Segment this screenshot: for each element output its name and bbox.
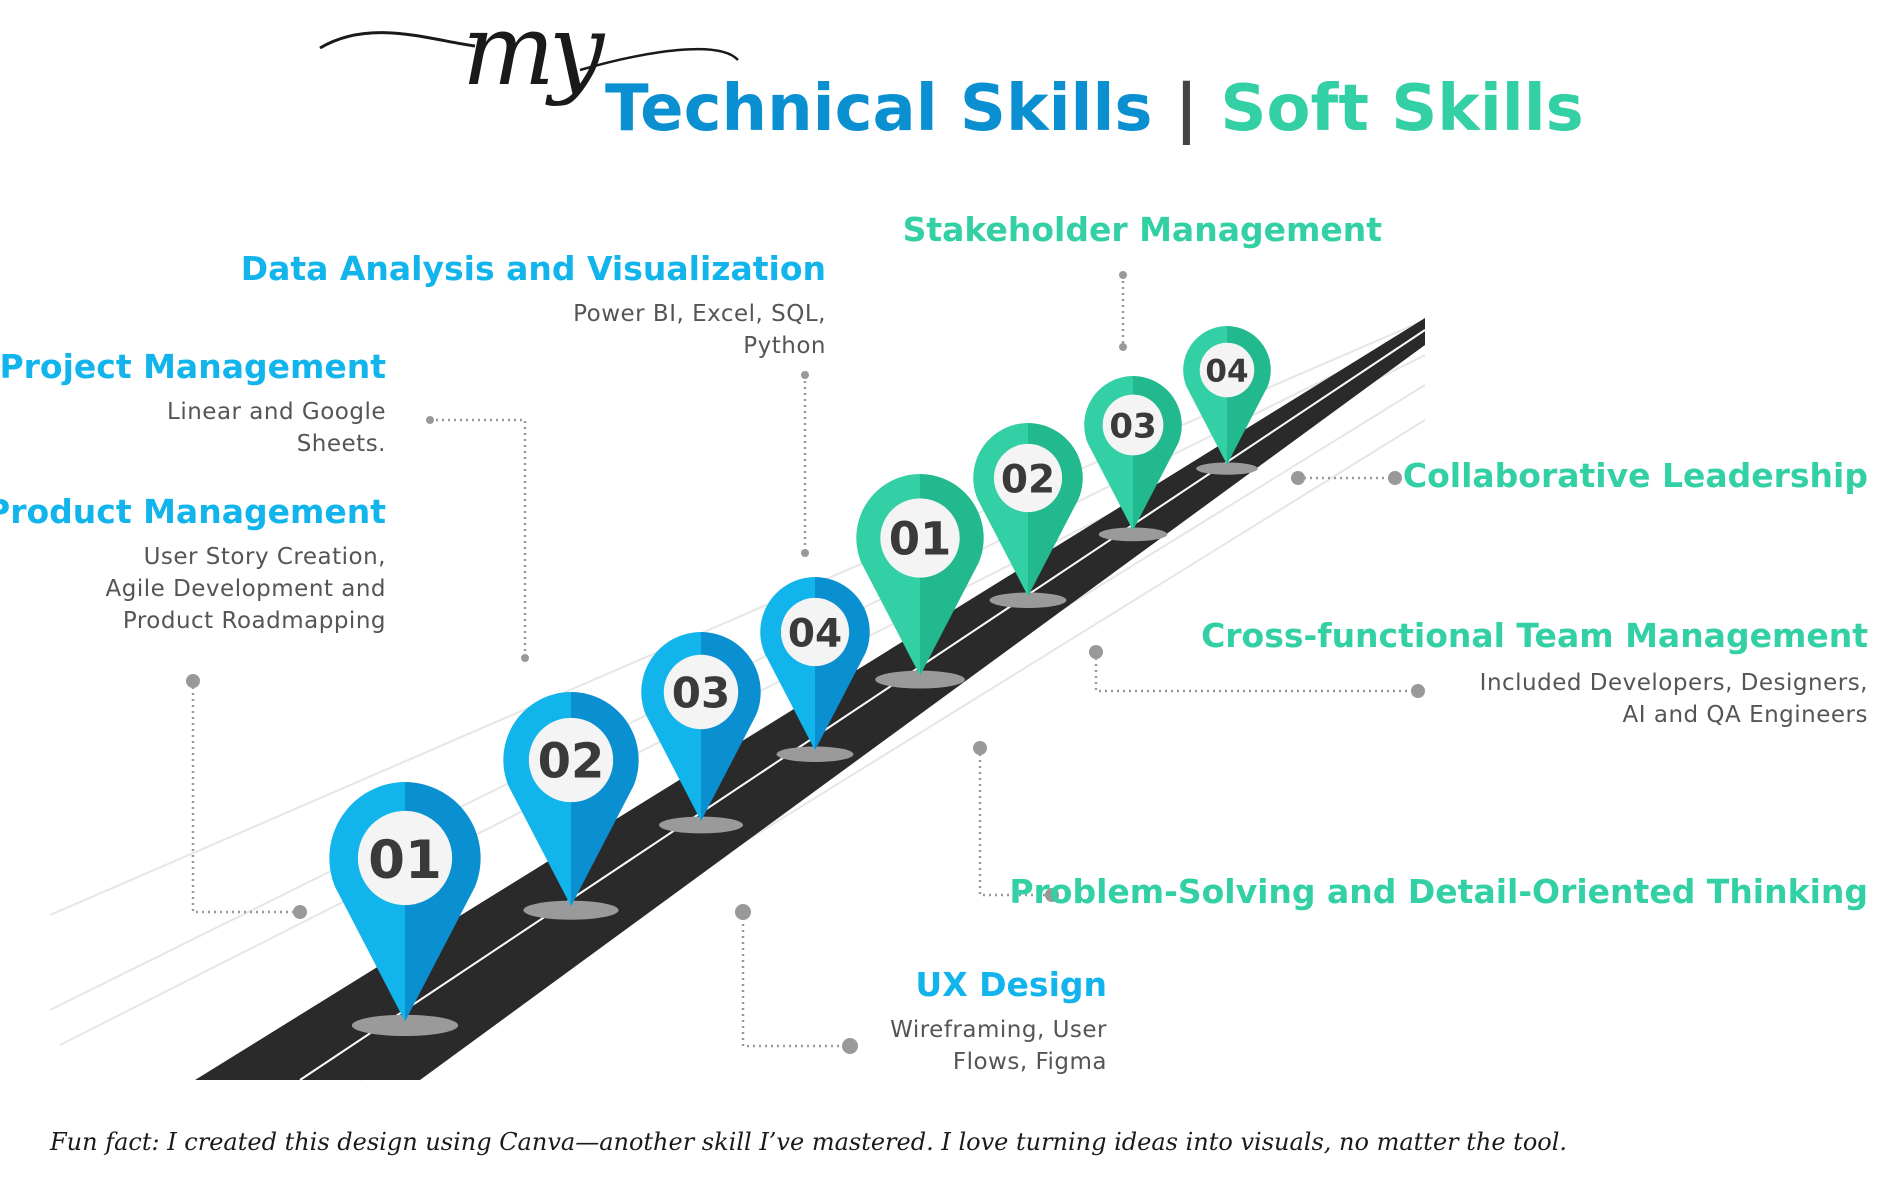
skill-cross-functional: Cross-functional Team Management Include…: [1201, 616, 1868, 731]
pin-technical-02: 02: [503, 692, 639, 920]
connector-lines: [186, 271, 1425, 1054]
pin-number: 02: [1001, 457, 1055, 502]
connector-dot: [1291, 471, 1305, 485]
pin-number: 04: [1205, 353, 1248, 389]
pin-center: [663, 654, 739, 730]
skill-title: Problem-Solving and Detail-Oriented Thin…: [1009, 872, 1868, 911]
pin-number: 03: [1109, 407, 1156, 447]
pin-soft-03: 03: [1084, 376, 1182, 542]
connector-collaborative: [1291, 471, 1402, 485]
location-pins: 01 02 03 04 01 02 03 04: [329, 326, 1271, 1037]
skill-description: Power BI, Excel, SQL, Python: [573, 301, 826, 359]
connector-ux-design: [735, 904, 858, 1054]
pin-shadow: [776, 746, 854, 762]
skill-product-management: Product Management User Story Creation, …: [0, 492, 386, 637]
page-title: Technical Skills | Soft Skills: [605, 72, 1584, 146]
connector-dot: [293, 905, 307, 919]
connector-dot: [1045, 888, 1059, 902]
skill-ux-design: UX Design Wireframing, User Flows, Figma: [890, 965, 1107, 1078]
skill-description: Wireframing, User Flows, Figma: [890, 1017, 1107, 1075]
pin-center: [357, 810, 453, 906]
connector-data-analysis: [801, 371, 809, 557]
pin-center: [1199, 342, 1255, 398]
guide-line: [49, 319, 1426, 916]
connector-stakeholder: [1119, 271, 1127, 351]
connector-dot: [186, 674, 200, 688]
pin-number: 03: [672, 669, 730, 718]
connector-dot: [521, 654, 529, 662]
title-soft: Soft Skills: [1220, 72, 1584, 146]
connector-dot: [1119, 271, 1127, 279]
skill-title: UX Design: [915, 965, 1107, 1004]
connector-dot: [1411, 684, 1425, 698]
skill-title: Product Management: [0, 492, 386, 531]
skill-problem-solving: Problem-Solving and Detail-Oriented Thin…: [1009, 872, 1868, 911]
connector-dot: [973, 741, 987, 755]
skill-data-analysis: Data Analysis and Visualization Power BI…: [241, 249, 826, 362]
skill-description: Linear and Google Sheets.: [167, 399, 386, 457]
skill-collaborative-leadership: Collaborative Leadership: [1403, 456, 1868, 495]
pin-number: 01: [889, 513, 952, 566]
pin-number: 01: [368, 830, 442, 891]
pin-center: [1102, 394, 1164, 456]
pin-center: [780, 597, 850, 667]
connector-dot: [1119, 343, 1127, 351]
pin-soft-02: 02: [973, 423, 1083, 608]
pin-shadow: [989, 592, 1067, 608]
connector-dot: [801, 371, 809, 379]
connector-dot: [735, 904, 751, 920]
pin-center: [993, 443, 1063, 513]
connector-dot: [842, 1038, 858, 1054]
connector-cross-functional: [1089, 645, 1425, 698]
skill-title: Collaborative Leadership: [1402, 456, 1868, 495]
skill-title: Stakeholder Management: [902, 210, 1382, 249]
skill-description: Included Developers, Designers, AI and Q…: [1479, 670, 1868, 728]
script-swash: [319, 31, 739, 72]
pin-shadow: [1196, 462, 1258, 475]
title-technical: Technical Skills: [605, 72, 1153, 146]
title-separator: |: [1174, 72, 1199, 146]
pin-shadow: [875, 670, 965, 689]
connector-project-management: [426, 416, 529, 662]
skill-title: Data Analysis and Visualization: [240, 249, 826, 288]
script-my: my: [462, 0, 604, 108]
pin-technical-03: 03: [641, 632, 761, 834]
pin-number: 04: [788, 611, 842, 656]
connector-dot: [1089, 645, 1103, 659]
pin-soft-04: 04: [1183, 326, 1271, 475]
connector-dot: [426, 416, 434, 424]
skill-title: Project Management: [0, 347, 386, 386]
connector-product-management: [186, 674, 307, 919]
pin-center: [528, 717, 614, 803]
pin-shadow: [659, 816, 743, 834]
connector-dot: [801, 549, 809, 557]
footer-note: Fun fact: I created this design using Ca…: [50, 1128, 1568, 1156]
skill-title: Cross-functional Team Management: [1201, 616, 1868, 655]
skill-stakeholder-management: Stakeholder Management: [903, 210, 1382, 249]
pin-shadow: [1098, 527, 1168, 542]
pin-technical-01: 01: [329, 782, 481, 1037]
pin-soft-01: 01: [856, 474, 984, 689]
connector-dot: [1388, 471, 1402, 485]
pin-shadow: [351, 1014, 459, 1037]
skill-project-management: Project Management Linear and Google She…: [0, 347, 386, 460]
pin-center: [880, 498, 960, 578]
road-center-line: [299, 329, 1426, 1081]
pin-number: 02: [538, 734, 605, 790]
connector-problem-solving: [973, 741, 1059, 902]
pin-shadow: [523, 900, 619, 920]
pin-technical-04: 04: [760, 577, 870, 762]
skill-description: User Story Creation, Agile Development a…: [105, 544, 386, 634]
